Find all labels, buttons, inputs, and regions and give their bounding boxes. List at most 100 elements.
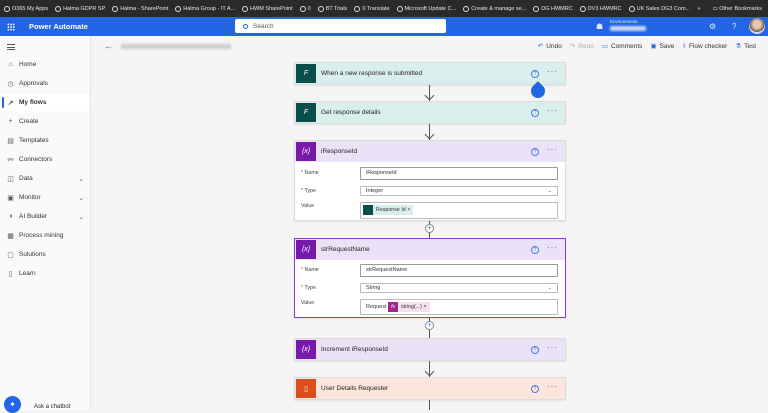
chatbot-label[interactable]: Ask a chatbot <box>34 404 71 410</box>
more-icon[interactable]: ··· <box>547 67 558 76</box>
sidebar-item-templates[interactable]: ▤Templates <box>0 132 90 149</box>
sidebar-item-connectors[interactable]: ⚯Connectors <box>0 151 90 168</box>
arrow-icon <box>424 366 435 377</box>
sidebar-item-data[interactable]: ◫Data⌄ <box>0 170 90 187</box>
environment-icon[interactable]: ☗ <box>596 22 604 31</box>
bookmark[interactable]: DV3 HWMRC <box>579 5 622 12</box>
chevron-down-icon[interactable]: ⌄ <box>78 194 84 202</box>
globe-icon <box>175 5 182 12</box>
name-field[interactable]: strRequestName <box>360 263 558 277</box>
name-field[interactable]: iResponseId <box>360 166 558 180</box>
sidebar-item-monitor[interactable]: ▣Monitor⌄ <box>0 189 90 206</box>
sidebar-item-learn[interactable]: ▯Learn <box>0 265 90 282</box>
variable-icon: {x} <box>296 240 316 259</box>
app-launcher-icon[interactable] <box>7 22 15 31</box>
more-icon[interactable]: ··· <box>547 106 558 115</box>
insert-step-button[interactable]: + <box>425 224 434 233</box>
back-arrow-icon[interactable]: ← <box>104 41 113 51</box>
sidebar: ⌂Home ◷Approvals ↗My flows + Create ▤Template… <box>0 36 91 413</box>
insert-step-button[interactable]: + <box>425 321 434 330</box>
help-icon[interactable]: ? <box>732 22 737 31</box>
flow-name-blurred <box>121 43 231 49</box>
type-dropdown[interactable]: Integer⌄ <box>360 186 558 196</box>
search-input[interactable]: Search <box>235 19 446 33</box>
more-icon[interactable]: ··· <box>547 382 558 391</box>
chevron-down-icon: ⌄ <box>547 285 552 291</box>
nav-icon: ↗ <box>7 99 14 107</box>
toolbar: ← ↶Undo ↷Redo ▭Comments ▣Save ⚕Flow chec… <box>92 36 768 56</box>
sidebar-item-solutions[interactable]: ▢Solutions <box>0 246 90 263</box>
environment-picker[interactable]: Environments <box>610 19 646 32</box>
avatar[interactable] <box>749 18 765 34</box>
arrow-icon <box>424 129 435 140</box>
value-field[interactable]: Response Id × <box>360 201 558 219</box>
flow-checker-button[interactable]: ⚕Flow checker <box>682 43 728 50</box>
app-title[interactable]: Power Automate <box>29 22 88 31</box>
bookmark[interactable]: HWM SharePoint <box>242 5 293 12</box>
help-icon[interactable]: ? <box>531 245 539 254</box>
hamburger-icon[interactable] <box>7 44 15 50</box>
sidebar-item-label: Home <box>19 61 37 68</box>
sidebar-item-create[interactable]: + Create <box>0 113 90 130</box>
help-icon[interactable]: ? <box>531 147 539 156</box>
chatbot-icon[interactable]: ✦ <box>4 396 21 413</box>
redo-button[interactable]: ↷Redo <box>569 43 594 50</box>
globe-icon <box>4 5 10 12</box>
more-icon[interactable]: ··· <box>547 343 558 352</box>
sidebar-item-label: Learn <box>19 270 36 277</box>
bookmark[interactable]: Halma Group - IT A... <box>175 5 235 12</box>
bookmark[interactable]: Halma GDPR SP <box>55 5 105 12</box>
sidebar-item-my-flows[interactable]: ↗My flows <box>0 94 90 111</box>
sidebar-item-process-mining[interactable]: ▦Process mining <box>0 227 90 244</box>
test-button[interactable]: ⚗Test <box>735 43 756 50</box>
sidebar-item-home[interactable]: ⌂Home <box>0 56 90 73</box>
globe-icon <box>112 5 119 12</box>
help-icon[interactable]: ? <box>531 108 539 117</box>
settings-icon[interactable]: ⚙ <box>709 22 717 31</box>
other-bookmarks-folder[interactable]: ▭ Other Bookmarks <box>712 5 762 12</box>
remove-token-icon[interactable]: × <box>423 303 427 310</box>
chevron-down-icon[interactable]: ⌄ <box>78 175 84 183</box>
app-header: Power Automate Search ☗ Environments ⚙ ? <box>0 17 768 36</box>
help-icon[interactable]: ? <box>531 345 539 354</box>
help-icon[interactable]: ? <box>531 384 539 393</box>
sidebar-item-ai-builder[interactable]: ◑AI Builder⌄ <box>0 208 90 225</box>
bookmark[interactable]: Microsoft Update C... <box>396 5 456 12</box>
step-increment[interactable]: {x}Increment iResponseId?··· <box>294 338 566 361</box>
sidebar-item-label: Data <box>19 175 33 182</box>
bookmark[interactable]: Halma - SharePoint <box>112 5 168 12</box>
more-bookmarks-button[interactable]: » <box>697 5 701 12</box>
bookmark[interactable]: 0 <box>299 5 311 12</box>
save-button[interactable]: ▣Save <box>650 43 675 50</box>
nav-icon: ▤ <box>7 137 14 145</box>
remove-token-icon[interactable]: × <box>407 207 411 213</box>
bookmark[interactable]: 0 Translate <box>354 5 390 12</box>
bookmark[interactable]: UK Sales DG3 Com... <box>628 5 690 12</box>
flask-icon: ⚗ <box>735 43 742 50</box>
bookmark[interactable]: DG HWMRC <box>533 5 573 12</box>
chevron-down-icon[interactable]: ⌄ <box>78 213 84 221</box>
help-icon[interactable]: ? <box>531 69 539 78</box>
globe-icon <box>628 5 635 12</box>
sidebar-item-approvals[interactable]: ◷Approvals <box>0 75 90 92</box>
bookmark[interactable]: BT Trials <box>317 5 347 12</box>
more-icon[interactable]: ··· <box>547 145 558 154</box>
sidebar-item-label: Process mining <box>19 232 64 239</box>
nav-icon: + <box>8 118 13 125</box>
sidebar-item-label: Create <box>19 118 39 125</box>
token-response-id[interactable]: Response Id × <box>363 205 414 215</box>
bookmark[interactable]: Create & manage se... <box>463 5 526 12</box>
comments-button[interactable]: ▭Comments <box>601 43 643 50</box>
step-user-details[interactable]: ▯User Details Requester?··· <box>294 377 566 400</box>
search-icon <box>243 23 248 29</box>
type-dropdown[interactable]: String⌄ <box>360 283 558 293</box>
undo-button[interactable]: ↶Undo <box>537 43 562 50</box>
more-icon[interactable]: ··· <box>547 243 558 252</box>
bookmark[interactable]: O365 My Apps <box>4 5 48 12</box>
